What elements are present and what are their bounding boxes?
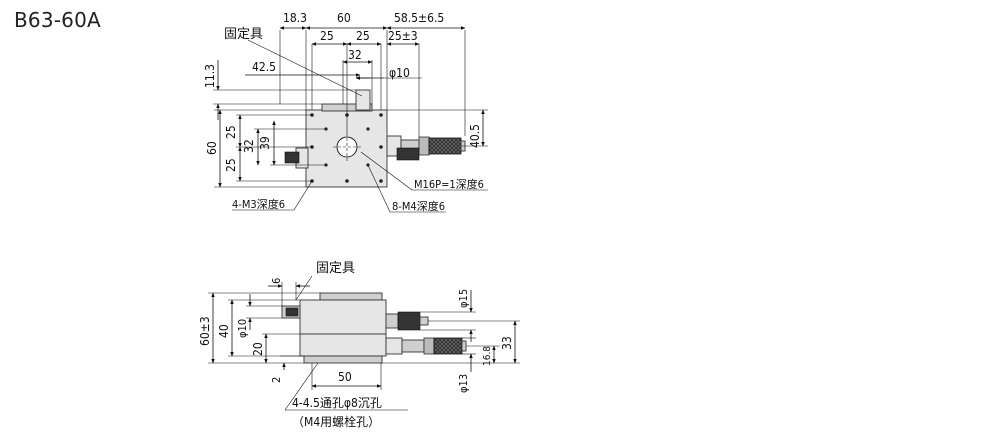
dim-32-left: 32 bbox=[242, 139, 256, 153]
label-fixture-top: 固定具 bbox=[224, 27, 263, 42]
callout-bolt: （M4用螺栓孔） bbox=[292, 414, 380, 429]
dim-6: 6 bbox=[270, 278, 283, 284]
dim-25-left-a: 25 bbox=[224, 125, 238, 139]
dim-60-left: 60 bbox=[205, 141, 219, 155]
side-upper-body bbox=[299, 299, 387, 335]
dim-phi13: φ13 bbox=[457, 374, 470, 393]
dim-phi10-side: φ10 bbox=[236, 319, 249, 338]
center-bore bbox=[336, 136, 358, 158]
side-view: 固定具 6 φ10 60±3 40 20 2 bbox=[198, 261, 520, 429]
dim-33: 33 bbox=[500, 336, 514, 350]
dim-25-b: 25 bbox=[356, 29, 370, 43]
dim-11-3: 11.3 bbox=[203, 64, 217, 88]
side-base bbox=[303, 355, 383, 364]
dim-phi10-top: φ10 bbox=[389, 66, 410, 80]
dim-25-a: 25 bbox=[320, 29, 334, 43]
dim-20: 20 bbox=[251, 342, 265, 356]
dim-39-left: 39 bbox=[258, 136, 272, 150]
side-lower-body bbox=[299, 333, 387, 357]
side-lower-micrometer bbox=[385, 337, 467, 355]
callout-holes: 4-4.5通孔φ8沉孔 bbox=[292, 396, 382, 410]
dim-60pm3: 60±3 bbox=[198, 316, 212, 346]
top-micrometer bbox=[386, 135, 466, 161]
dim-58-5: 58.5±6.5 bbox=[394, 11, 444, 25]
dim-16-8: 16.8 bbox=[482, 346, 493, 366]
dim-25-left-b: 25 bbox=[224, 158, 238, 172]
dim-40-5: 40.5 bbox=[468, 124, 482, 148]
callout-m3: 4-M3深度6 bbox=[232, 197, 285, 211]
top-fixture-screw bbox=[284, 151, 300, 164]
dim-50: 50 bbox=[338, 370, 352, 384]
side-top-plate bbox=[319, 292, 383, 301]
dim-phi15: φ15 bbox=[457, 289, 470, 308]
dim-42-5: 42.5 bbox=[252, 60, 276, 74]
callout-m16: M16P=1深度6 bbox=[414, 177, 484, 191]
dim-32-top: 32 bbox=[348, 48, 362, 62]
label-fixture-side: 固定具 bbox=[316, 261, 355, 276]
dim-2: 2 bbox=[270, 377, 283, 383]
side-upper-micrometer bbox=[385, 311, 429, 331]
dim-40: 40 bbox=[217, 324, 231, 338]
page-title: B63-60A bbox=[14, 8, 101, 32]
top-view: 18.3 60 58.5±6.5 25 25 25±3 32 42.5 φ10 … bbox=[203, 11, 488, 213]
dim-25-3: 25±3 bbox=[388, 29, 418, 43]
callout-m4: 8-M4深度6 bbox=[392, 199, 445, 213]
dim-60-top: 60 bbox=[337, 11, 351, 25]
dim-18-3: 18.3 bbox=[283, 11, 307, 25]
top-fixture-clamp bbox=[355, 89, 371, 111]
